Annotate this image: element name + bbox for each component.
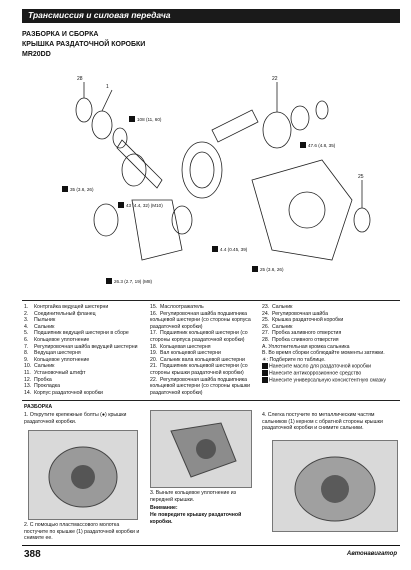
torque-label-5: 4.4 (0.45, 39) xyxy=(220,247,248,252)
callout-1: 1 xyxy=(106,84,109,90)
photo-case-bolts xyxy=(28,430,138,520)
list-item: 4.Сальник xyxy=(24,323,55,330)
page-number: 388 xyxy=(24,549,41,560)
step-2: 2. С помощью пластмассового молотка пост… xyxy=(24,522,140,542)
list-item: 22.Регулировочная шайба подшипника кольц… xyxy=(150,376,250,396)
torque-label-1: 108 (11, 60) xyxy=(137,117,162,122)
list-item: 24.Регулировочная шайба xyxy=(262,310,329,317)
torque-label-2: 47.6 (4.8, 35) xyxy=(308,143,336,148)
divider-steps xyxy=(22,400,400,401)
photo-front-cover xyxy=(150,410,252,488)
list-item: 26.Сальник xyxy=(262,323,293,330)
list-item: 2.Соединительный фланец xyxy=(24,310,96,317)
warning-text: Не повредите крышку раздаточной коробки. xyxy=(150,512,242,525)
exploded-diagram: 28 1 22 25 108 (11, 60) 47.6 (4.8, 35) 3… xyxy=(62,76,371,284)
divider-parts xyxy=(22,300,400,301)
list-item: 10.Сальник xyxy=(24,363,55,370)
page-title: РАЗБОРКА И СБОРКА xyxy=(22,31,99,38)
list-item: 3.Пыльник xyxy=(24,317,56,324)
torque-label-6: 25 (3.6, 26) xyxy=(260,267,284,272)
callout-22: 22 xyxy=(272,76,278,82)
list-item: 14.Корпус раздаточной коробки xyxy=(24,389,103,396)
legend-grease: Нанесите масло для раздаточной коробки xyxy=(262,363,400,370)
page-subtitle: КРЫШКА РАЗДАТОЧНОЙ КОРОБКИ xyxy=(22,41,146,48)
list-item: 19.Вал кольцевой шестерни xyxy=(150,350,221,357)
list-item: 7.Регулировочная шайба ведущей шестерни xyxy=(24,343,138,350)
parts-list-col-3: 23.Сальник 24.Регулировочная шайба 25.Кр… xyxy=(262,304,400,384)
list-item: 13.Прокладка xyxy=(24,383,61,390)
legend-universal: Нанесите универсальную консистентную сма… xyxy=(262,377,400,384)
callout-28: 28 xyxy=(77,76,83,82)
footer-divider xyxy=(22,545,400,546)
step-3: 3. Выньте кольцевое уплотнение из передн… xyxy=(150,490,237,503)
photo-seals xyxy=(272,440,398,532)
list-item: 16.Регулировочная шайба подшипника кольц… xyxy=(150,310,251,330)
torque-label-7: 26.3 (2.7, 19) (M8) xyxy=(114,279,153,284)
callout-25: 25 xyxy=(358,174,364,180)
list-item: 11.Установочный штифт xyxy=(24,369,86,376)
step-4: 4. Слегка постучите по металлическим час… xyxy=(262,412,383,432)
list-item: 27.Пробка заливного отверстия xyxy=(262,330,342,337)
parts-list-col-1: 1.Контргайка ведущей шестерни 2.Соединит… xyxy=(24,304,142,396)
steps-heading: РАЗБОРКА xyxy=(24,404,53,410)
legend-a: А. Уплотнительная кромка сальника xyxy=(262,343,350,350)
model-label: MR20DD xyxy=(22,51,51,58)
list-item: 18.Кольцевая шестерня xyxy=(150,343,211,350)
torque-label-3: 35 (3.6, 26) xyxy=(70,187,94,192)
warning-label: Внимание: xyxy=(150,505,178,511)
legend-anticorrosion: Нанесите антикоррозионное средство xyxy=(262,370,400,377)
list-item: 8.Ведущая шестерня xyxy=(24,350,81,357)
oil-icon xyxy=(262,363,268,370)
list-item: 17.Подшипник кольцевой шестерни (со стор… xyxy=(150,330,248,343)
list-item: 12.Пробка xyxy=(24,376,52,383)
legend-b: В. Во время сборки соблюдайте моменты за… xyxy=(262,350,385,357)
list-item: 21.Подшипник кольцевой шестерни (со стор… xyxy=(150,363,248,376)
list-item: 5.Подшипник ведущей шестерни в сборе xyxy=(24,330,129,337)
list-item: 1.Контргайка ведущей шестерни xyxy=(24,304,109,310)
list-item: 15.Маслоотражатель xyxy=(150,304,204,310)
list-item: 23.Сальник xyxy=(262,304,293,310)
list-item: 9.Кольцевое уплотнение xyxy=(24,356,90,363)
torque-label-4: 43 (4.4, 32) (M10) xyxy=(126,203,163,208)
list-item: 20.Сальник вала кольцевой шестерни xyxy=(150,356,245,363)
legend-note: ☀: Подберите по таблице. xyxy=(262,356,326,363)
parts-list-col-2: 15.Маслоотражатель 16.Регулировочная шай… xyxy=(150,304,260,396)
section-header: Трансмиссия и силовая передача xyxy=(22,9,400,23)
section-title: Трансмиссия и силовая передача xyxy=(28,10,171,20)
list-item: 6.Кольцевое уплотнение xyxy=(24,336,90,343)
list-item: 25.Крышка раздаточной коробки xyxy=(262,317,344,324)
step-1: 1. Открутите крепежные болты (●) крышки … xyxy=(24,412,127,425)
grease-icon xyxy=(262,377,268,384)
publisher: Автонавигатор xyxy=(346,551,397,557)
anticorrosion-icon xyxy=(262,370,268,377)
list-item: 28.Пробка сливного отверстия xyxy=(262,336,339,343)
